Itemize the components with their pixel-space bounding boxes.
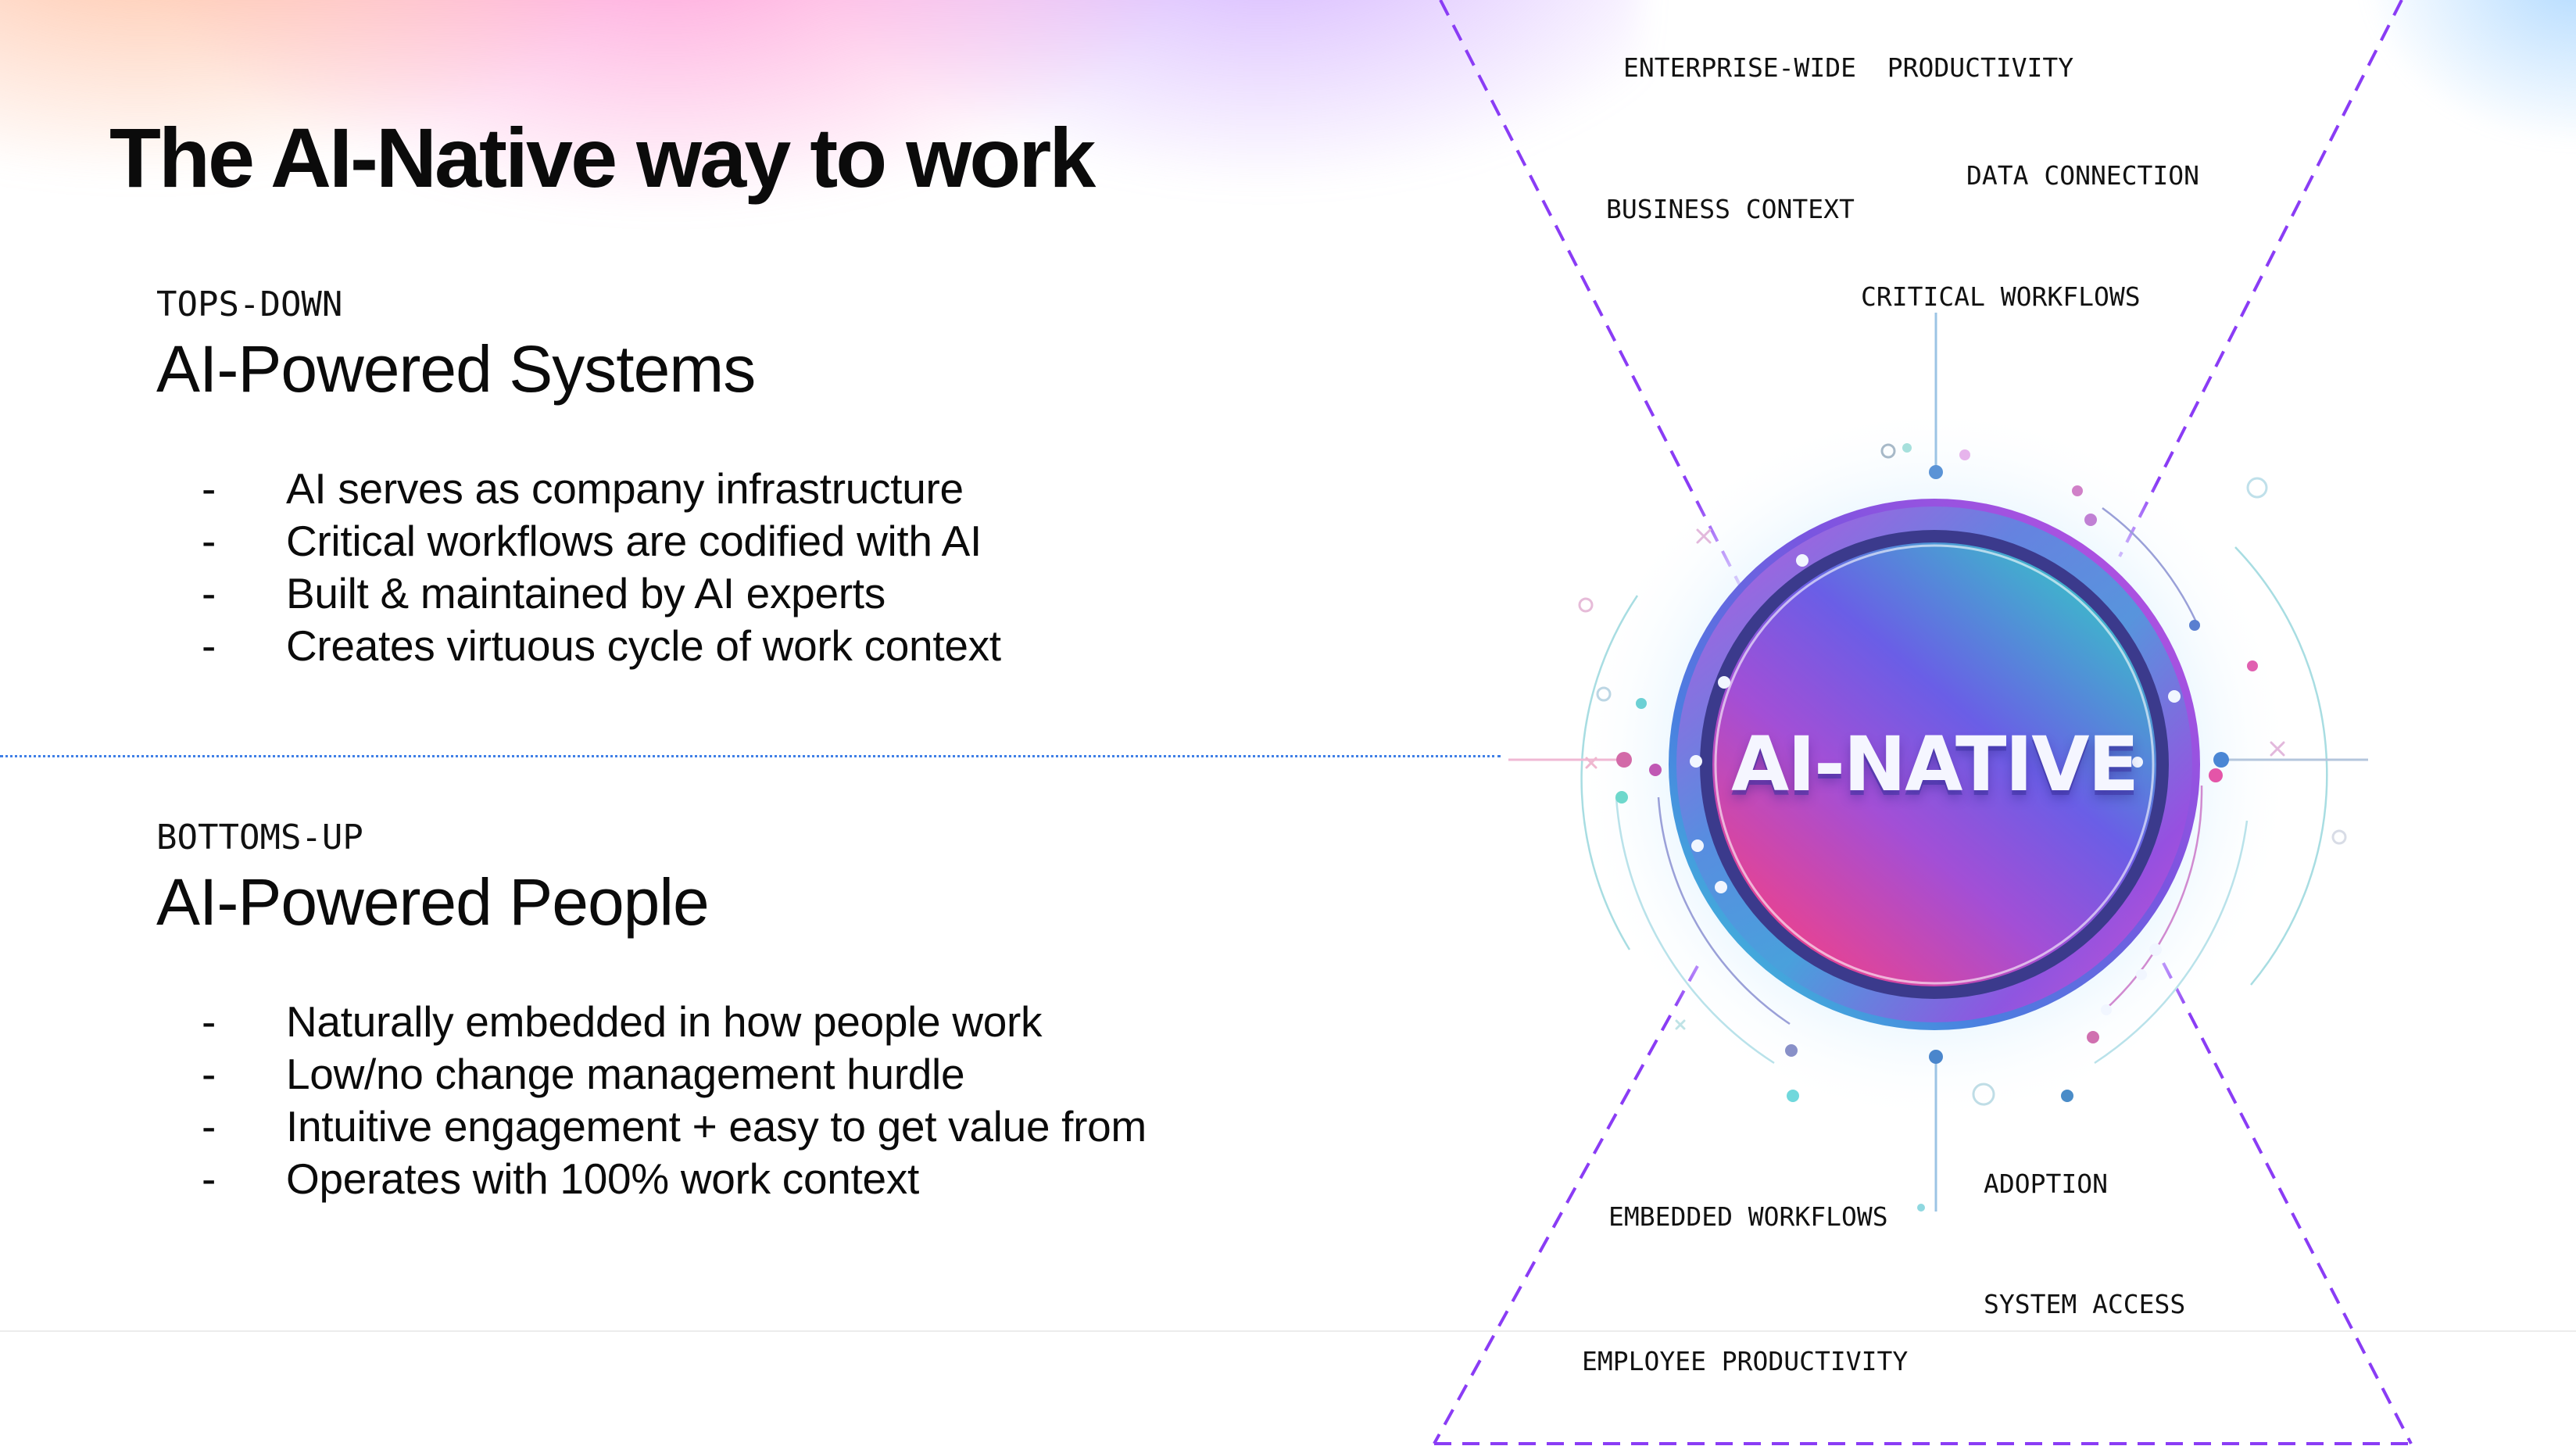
bullet-dash: -: [202, 997, 216, 1046]
orbit-arcs: [1580, 506, 2328, 1065]
bullet-text: Built & maintained by AI experts: [286, 569, 886, 617]
hourglass-dashed-lines: [1433, 0, 2413, 1445]
section-divider: [0, 755, 1501, 757]
bullet-dash: -: [202, 517, 216, 565]
decorative-dots: [1615, 443, 2258, 1212]
label-enterprise-productivity: ENTERPRISE-WIDE PRODUCTIVITY: [1623, 52, 2074, 83]
label-critical-workflows: CRITICAL WORKFLOWS: [1861, 281, 2141, 312]
bullet-text: AI serves as company infrastructure: [286, 464, 964, 513]
list-item: - Operates with 100% work context: [156, 1153, 1147, 1205]
bullet-text: Intuitive engagement + easy to get value…: [286, 1102, 1147, 1151]
bullet-text: Low/no change management hurdle: [286, 1050, 965, 1098]
list-item: - Intuitive engagement + easy to get valu…: [156, 1101, 1147, 1153]
section-heading: AI-Powered People: [156, 865, 710, 939]
section-eyebrow: TOPS-DOWN: [156, 285, 343, 324]
bullet-text: Creates virtuous cycle of work context: [286, 621, 1001, 670]
label-system-access: SYSTEM ACCESS: [1984, 1289, 2186, 1319]
bullet-text: Operates with 100% work context: [286, 1154, 919, 1203]
footer-divider: [0, 1330, 2576, 1332]
section-heading: AI-Powered Systems: [156, 332, 756, 406]
x-marks: [1585, 528, 2285, 1030]
bullet-dash: -: [202, 569, 216, 617]
section-tops-down: TOPS-DOWN AI-Powered Systems - AI serves …: [156, 288, 1001, 672]
bullet-text: Naturally embedded in how people work: [286, 997, 1043, 1046]
list-item: - Built & maintained by AI experts: [156, 567, 1001, 620]
section-eyebrow: BOTTOMS-UP: [156, 818, 363, 857]
bullet-dash: -: [202, 621, 216, 670]
label-adoption: ADOPTION: [1984, 1169, 2108, 1199]
bullet-list: - Naturally embedded in how people work -…: [156, 996, 1147, 1205]
ai-native-badge: [1669, 499, 2200, 1030]
list-item: - Critical workflows are codified with AI: [156, 515, 1001, 567]
bullet-dash: -: [202, 1102, 216, 1151]
connector-lines: [1508, 313, 2368, 1212]
bullet-dash: -: [202, 464, 216, 513]
label-data-connection: DATA CONNECTION: [1966, 160, 2200, 191]
bullet-dash: -: [202, 1050, 216, 1098]
bullet-text: Critical workflows are codified with AI: [286, 517, 982, 565]
slide-title: The AI-Native way to work: [109, 110, 1096, 205]
hollow-circles: [1578, 443, 2347, 1106]
label-employee-productivity: EMPLOYEE PRODUCTIVITY: [1582, 1346, 1909, 1376]
ring-lights: [1690, 554, 2181, 1015]
label-embedded-workflows: EMBEDDED WORKFLOWS: [1608, 1201, 1888, 1232]
list-item: - Naturally embedded in how people work: [156, 996, 1147, 1048]
section-bottoms-up: BOTTOMS-UP AI-Powered People - Naturally …: [156, 821, 1147, 1205]
center-badge-label: AI-NATIVE: [1730, 721, 2139, 808]
list-item: - Low/no change management hurdle: [156, 1048, 1147, 1101]
list-item: - AI serves as company infrastructure: [156, 463, 1001, 515]
bullet-list: - AI serves as company infrastructure - Cr…: [156, 463, 1001, 672]
label-business-context: BUSINESS CONTEXT: [1606, 194, 1855, 224]
list-item: - Creates virtuous cycle of work context: [156, 620, 1001, 672]
bullet-dash: -: [202, 1154, 216, 1203]
